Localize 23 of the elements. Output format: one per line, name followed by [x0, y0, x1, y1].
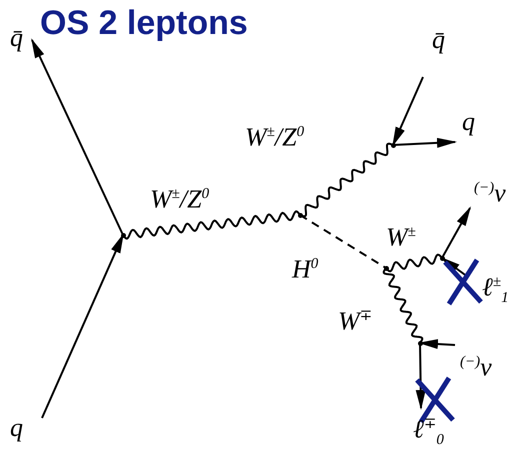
vertex-dot — [418, 340, 422, 346]
fermion-arrow-line — [31, 38, 124, 236]
vertex-dot — [440, 256, 444, 260]
particle-label: q — [10, 414, 23, 442]
edge-label: W$^{∓}$ — [338, 306, 372, 336]
diagram-title: OS 2 leptons — [40, 4, 248, 43]
wavy-boson-line — [382, 267, 424, 344]
wavy-boson-line — [122, 210, 301, 240]
edge-label: W$^{±}$/Z$^{0}$ — [150, 184, 210, 214]
vertex-dot — [390, 142, 396, 148]
vertex-dot — [384, 266, 388, 270]
edge-label: W$^{±}$ — [386, 222, 416, 252]
edge-label: W$^{±}$/Z$^{0}$ — [245, 122, 304, 152]
vertex-dot — [298, 212, 302, 218]
particle-label: $^{(−)}$ν — [474, 174, 506, 208]
particle-label: $^{(−)}$ν — [460, 348, 492, 382]
particle-label: q̄ — [432, 26, 445, 54]
wavy-boson-line — [385, 254, 443, 272]
particle-label: q — [462, 108, 475, 136]
edge-label: H$^{0}$ — [292, 254, 318, 284]
particle-label: q̄ — [10, 24, 23, 52]
fermion-arrow-line — [441, 206, 471, 258]
vertex-dot — [120, 232, 126, 238]
